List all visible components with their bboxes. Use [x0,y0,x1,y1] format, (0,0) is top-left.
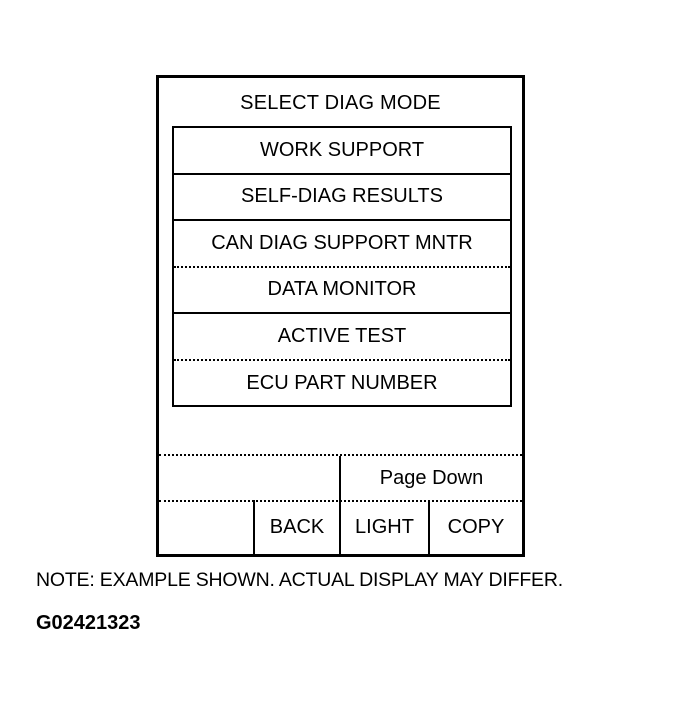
diag-mode-menu: WORK SUPPORT SELF-DIAG RESULTS CAN DIAG … [172,126,512,407]
menu-item-data-monitor[interactable]: DATA MONITOR [174,268,510,314]
menu-item-active-test[interactable]: ACTIVE TEST [174,314,510,361]
page-row: Page Down [159,454,522,502]
menu-item-can-diag-support-mntr[interactable]: CAN DIAG SUPPORT MNTR [174,221,510,268]
screen-title: SELECT DIAG MODE [240,92,441,114]
page-down-button[interactable]: Page Down [339,456,522,500]
function-row: BACK LIGHT COPY [159,500,522,554]
empty-cell [159,456,339,500]
menu-item-work-support[interactable]: WORK SUPPORT [174,128,510,175]
empty-button-slot [159,500,253,554]
menu-item-ecu-part-number[interactable]: ECU PART NUMBER [246,372,438,395]
back-button[interactable]: BACK [253,500,339,554]
bottom-button-bar: Page Down BACK LIGHT COPY [159,454,522,554]
copy-button[interactable]: COPY [428,500,522,554]
menu-item-self-diag-results[interactable]: SELF-DIAG RESULTS [174,175,510,221]
figure-code: G02421323 [36,612,141,634]
diagnostic-screen-frame: SELECT DIAG MODE WORK SUPPORT SELF-DIAG … [156,75,525,557]
light-button[interactable]: LIGHT [339,500,428,554]
note-caption: NOTE: EXAMPLE SHOWN. ACTUAL DISPLAY MAY … [36,569,563,591]
